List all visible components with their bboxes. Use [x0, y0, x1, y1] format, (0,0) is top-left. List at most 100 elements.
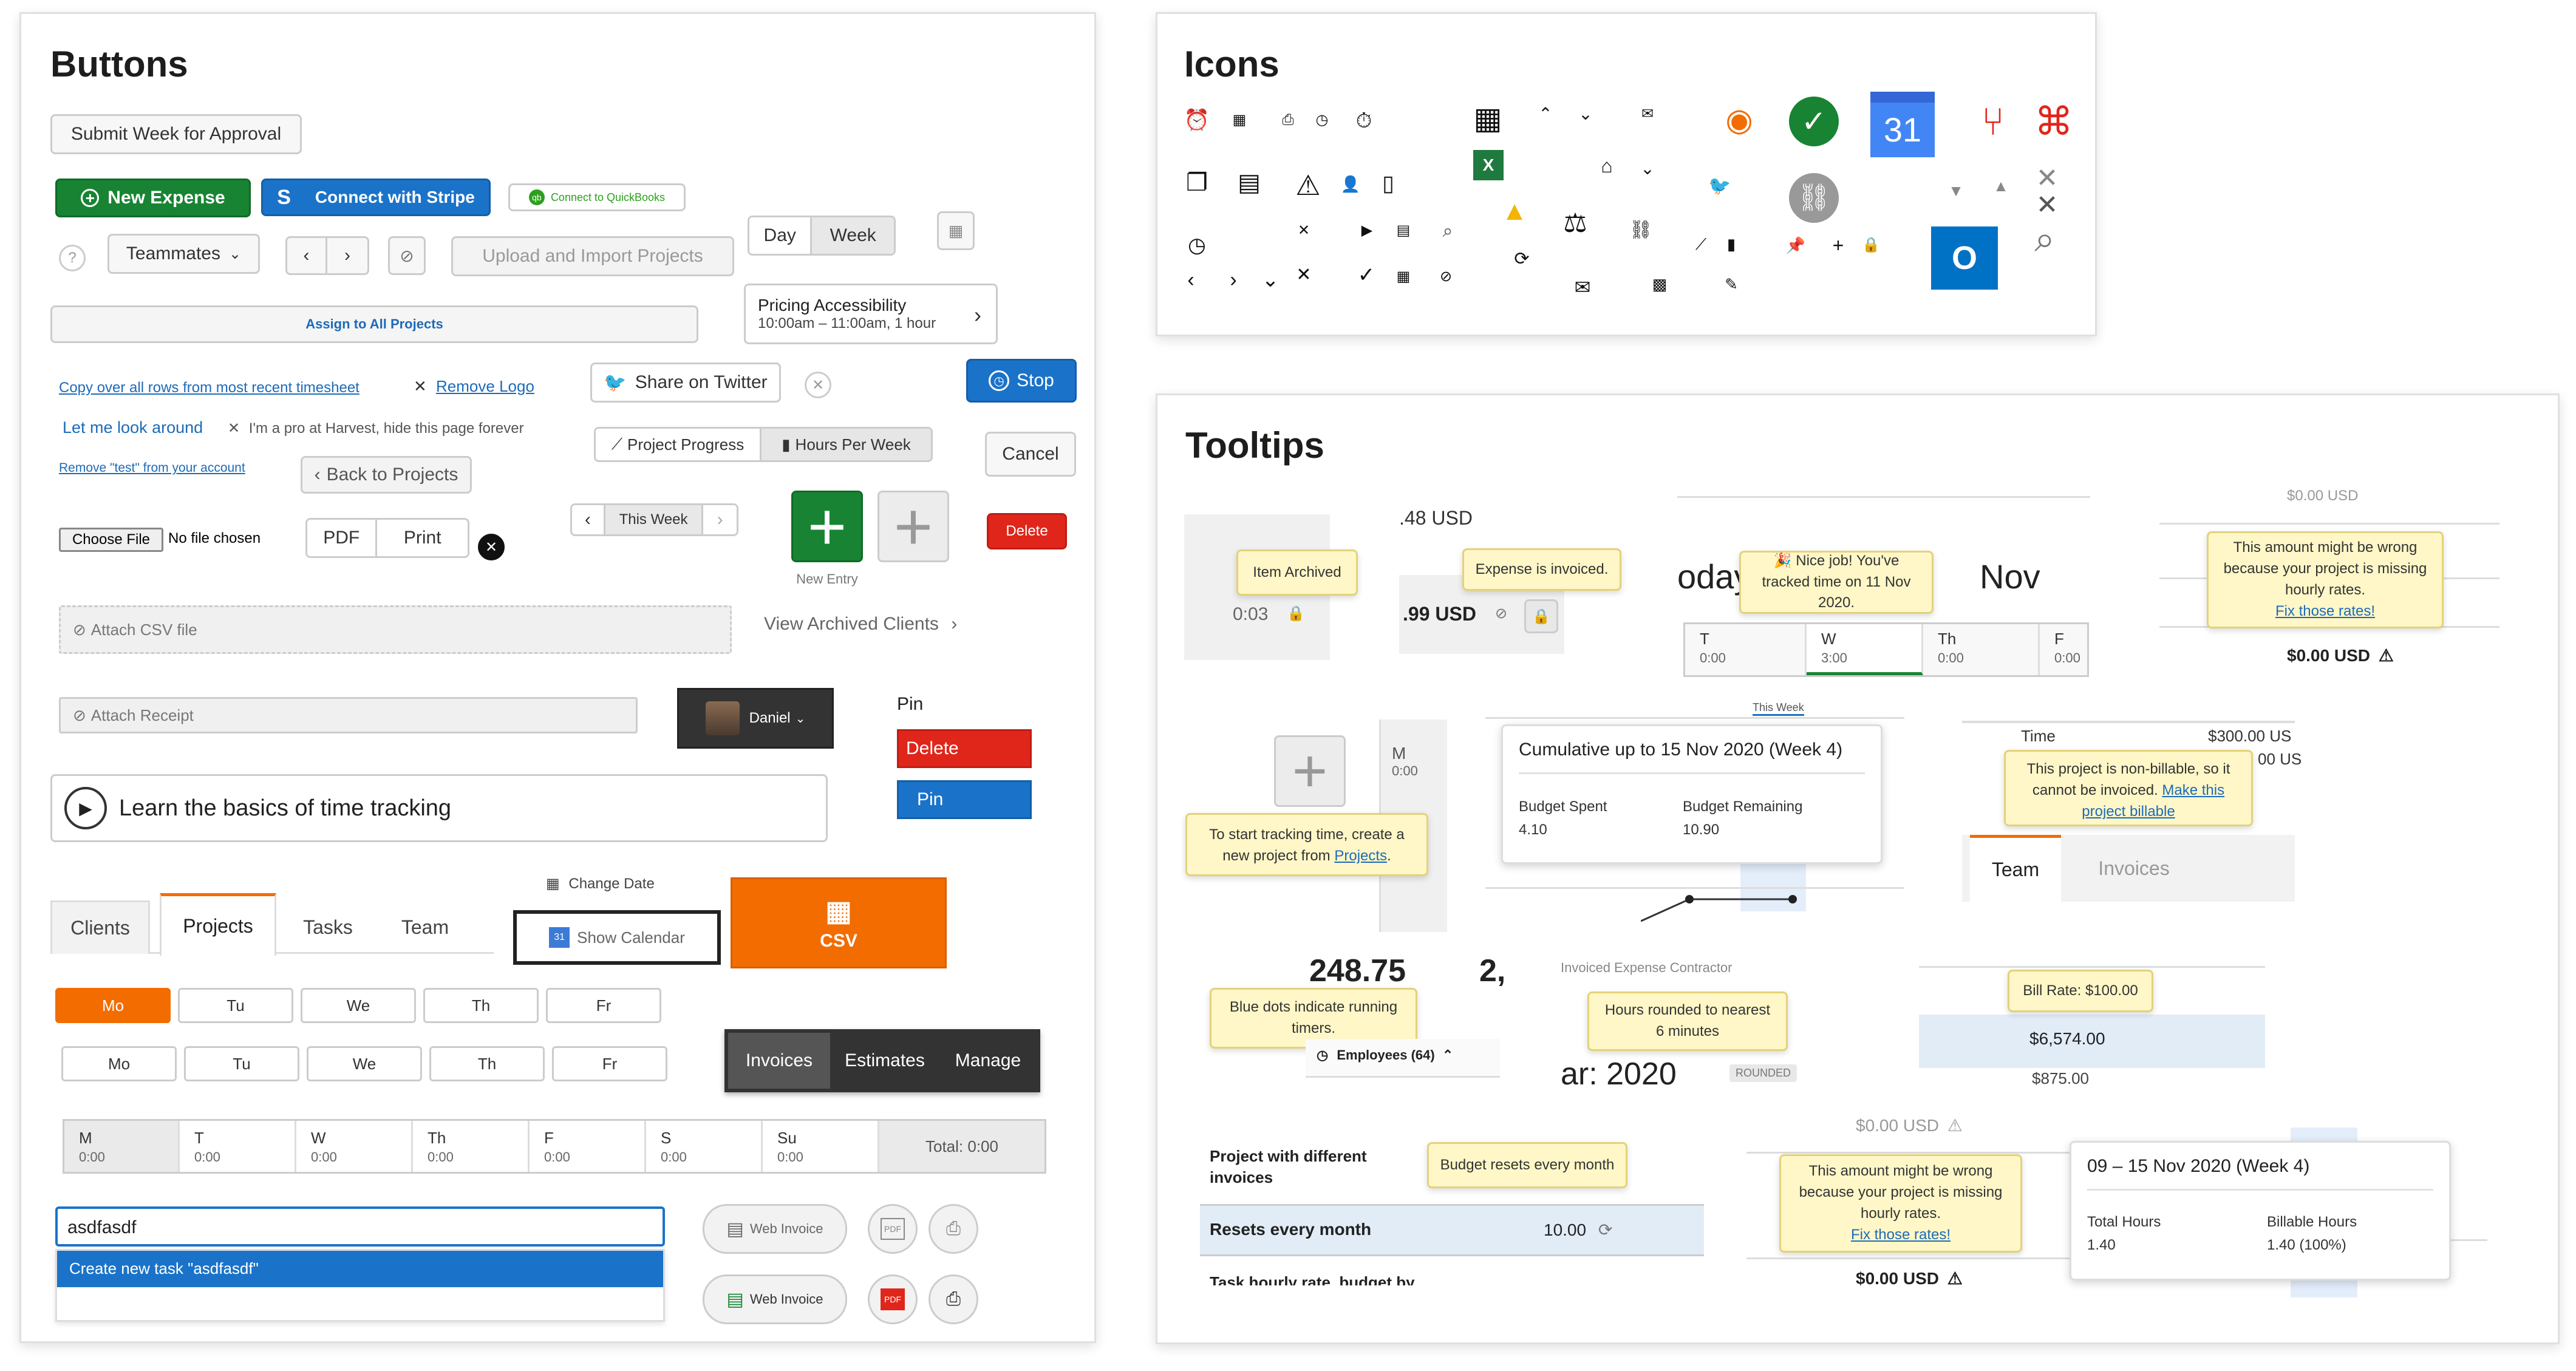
mini-day-w[interactable]: W 3:00: [1807, 624, 1923, 675]
new-entry-label: New Entry: [796, 571, 858, 587]
pdf-active-button[interactable]: PDF: [868, 1274, 918, 1324]
delete-small-button[interactable]: Delete: [987, 513, 1067, 549]
day-tu[interactable]: Tu: [178, 988, 293, 1023]
tab-projects[interactable]: Projects: [160, 893, 276, 956]
submit-week-button[interactable]: Submit Week for Approval: [50, 114, 302, 154]
csv-button[interactable]: ▦ CSV: [731, 877, 947, 968]
create-task-option[interactable]: Create new task "asdfasdf": [57, 1251, 663, 1287]
week-tab[interactable]: Week: [812, 217, 894, 254]
day-tab[interactable]: Day: [749, 217, 813, 254]
let-me-look-link[interactable]: Let me look around: [63, 418, 203, 437]
day-tu[interactable]: Tu: [184, 1046, 299, 1081]
lock-button[interactable]: 🔒: [1524, 599, 1558, 633]
pdf-icon-button[interactable]: PDF: [868, 1204, 918, 1254]
web-invoice-button[interactable]: ▤ Web Invoice: [703, 1204, 847, 1254]
stop-button[interactable]: ◷ Stop: [966, 359, 1077, 403]
day-fr[interactable]: Fr: [552, 1046, 667, 1081]
upload-import-button[interactable]: Upload and Import Projects: [451, 236, 734, 276]
mini-day-t[interactable]: T 0:00: [1685, 624, 1807, 675]
make-billable-link[interactable]: Make this project billable: [2082, 781, 2225, 820]
attach-receipt-field[interactable]: ⊘ Attach Receipt: [59, 697, 638, 733]
cancel-button[interactable]: Cancel: [985, 432, 1076, 477]
day-fr[interactable]: Fr: [546, 988, 661, 1023]
learn-basics-button[interactable]: ▶ Learn the basics of time tracking: [50, 774, 828, 842]
pro-hide-link[interactable]: ✕ I'm a pro at Harvest, hide this page f…: [228, 420, 524, 437]
add-project-button[interactable]: +: [1274, 735, 1346, 807]
total-hours-label: Total Hours: [2087, 1214, 2161, 1230]
new-expense-button[interactable]: + New Expense: [55, 179, 251, 217]
prev-week-button[interactable]: ‹: [572, 505, 605, 534]
employees-toggle[interactable]: ◷ Employees (64) ⌃: [1317, 1047, 1453, 1063]
invoices-tab[interactable]: Invoices: [2098, 857, 2170, 879]
remove-test-link[interactable]: Remove "test" from your account: [59, 461, 245, 475]
hours-per-week-tab[interactable]: ▮ Hours Per Week: [762, 429, 931, 460]
connect-stripe-button[interactable]: S Connect with Stripe: [261, 179, 491, 216]
day-we[interactable]: We: [307, 1046, 422, 1081]
nav-invoices[interactable]: Invoices: [728, 1033, 830, 1089]
change-date-link[interactable]: ▦ Change Date: [546, 875, 655, 893]
teammates-dropdown[interactable]: Teammates ⌄: [107, 234, 260, 274]
assign-all-button[interactable]: Assign to All Projects: [50, 305, 698, 343]
dismiss-button[interactable]: ✕: [805, 372, 831, 398]
this-week-button[interactable]: This Week: [605, 505, 704, 534]
nav-manage[interactable]: Manage: [955, 1050, 1021, 1070]
new-entry-disabled-button[interactable]: +: [877, 491, 949, 562]
print-active-button[interactable]: ⎙: [929, 1274, 978, 1324]
attach-button[interactable]: ⊘: [388, 236, 426, 275]
view-archived-link[interactable]: View Archived Clients ›: [764, 614, 957, 634]
web-invoice-active-button[interactable]: ▤ Web Invoice: [703, 1274, 847, 1324]
tab-tasks[interactable]: Tasks: [303, 916, 353, 938]
new-entry-button[interactable]: +: [791, 491, 863, 562]
pricing-entry-button[interactable]: Pricing Accessibility 10:00am – 11:00am,…: [744, 284, 998, 344]
next-week-button[interactable]: ›: [703, 505, 737, 534]
tab-clients[interactable]: Clients: [50, 900, 150, 954]
day-th[interactable]: Th: [423, 988, 539, 1023]
delete-button[interactable]: Delete: [897, 729, 1032, 768]
choose-file-button[interactable]: Choose File: [59, 528, 163, 552]
close-circle-button[interactable]: ✕: [478, 534, 505, 560]
week-day-m[interactable]: M 0:00: [64, 1121, 180, 1172]
mini-day-f[interactable]: F 0:00: [2040, 624, 2088, 675]
help-button[interactable]: ?: [59, 245, 86, 271]
nav-estimates[interactable]: Estimates: [845, 1050, 925, 1070]
task-input[interactable]: asdfasdf: [55, 1206, 665, 1247]
print-button[interactable]: Print: [377, 520, 468, 556]
week-day-th[interactable]: Th 0:00: [413, 1121, 530, 1172]
back-projects-button[interactable]: ‹ Back to Projects: [301, 456, 472, 494]
hours-per-week-label: Hours Per Week: [795, 435, 911, 454]
mini-day-th[interactable]: Th 0:00: [1923, 624, 2040, 675]
day-we[interactable]: We: [301, 988, 416, 1023]
fix-rates-link-2[interactable]: Fix those rates!: [1850, 1226, 1951, 1243]
user-menu-button[interactable]: Daniel ⌄: [677, 688, 834, 749]
share-twitter-button[interactable]: 🐦 Share on Twitter: [590, 362, 781, 403]
print-icon-button[interactable]: ⎙: [929, 1204, 978, 1254]
expense-invoiced-tooltip: Expense is invoiced.: [1462, 548, 1621, 591]
week-day-su[interactable]: Su 0:00: [763, 1121, 879, 1172]
chevron-down-icon: ⌄: [1640, 159, 1655, 178]
week-day-s[interactable]: S 0:00: [646, 1121, 763, 1172]
next-button[interactable]: ›: [327, 238, 367, 273]
chevron-left-icon: ‹: [314, 464, 321, 485]
prev-button[interactable]: ‹: [287, 238, 327, 273]
day-mo-selected[interactable]: Mo: [55, 988, 171, 1023]
week-day-f[interactable]: F 0:00: [530, 1121, 646, 1172]
week-day-t[interactable]: T 0:00: [180, 1121, 296, 1172]
tab-team[interactable]: Team: [401, 916, 449, 938]
projects-link[interactable]: Projects: [1334, 847, 1388, 864]
team-tab[interactable]: Team: [1970, 835, 2061, 902]
pdf-button[interactable]: PDF: [307, 520, 378, 556]
copy-rows-link[interactable]: Copy over all rows from most recent time…: [59, 379, 359, 396]
project-progress-tab[interactable]: ⟋ Project Progress: [596, 429, 762, 460]
calendar-button[interactable]: ▦: [937, 211, 975, 250]
remove-logo-link[interactable]: ✕ Remove Logo: [414, 377, 534, 396]
play-icon: ▶: [1361, 222, 1373, 239]
day-mo[interactable]: Mo: [61, 1046, 177, 1081]
week-day-w[interactable]: W 0:00: [296, 1121, 413, 1172]
show-calendar-button[interactable]: 31 Show Calendar: [513, 910, 721, 965]
pin-button[interactable]: Pin: [897, 780, 1032, 819]
buttons-card: Buttons Submit Week for Approval + New E…: [19, 12, 1096, 1343]
fix-rates-link[interactable]: Fix those rates!: [2275, 602, 2376, 619]
connect-quickbooks-button[interactable]: qb Connect to QuickBooks: [508, 183, 686, 211]
day-th[interactable]: Th: [429, 1046, 545, 1081]
attach-csv-field[interactable]: ⊘ Attach CSV file: [59, 605, 732, 654]
